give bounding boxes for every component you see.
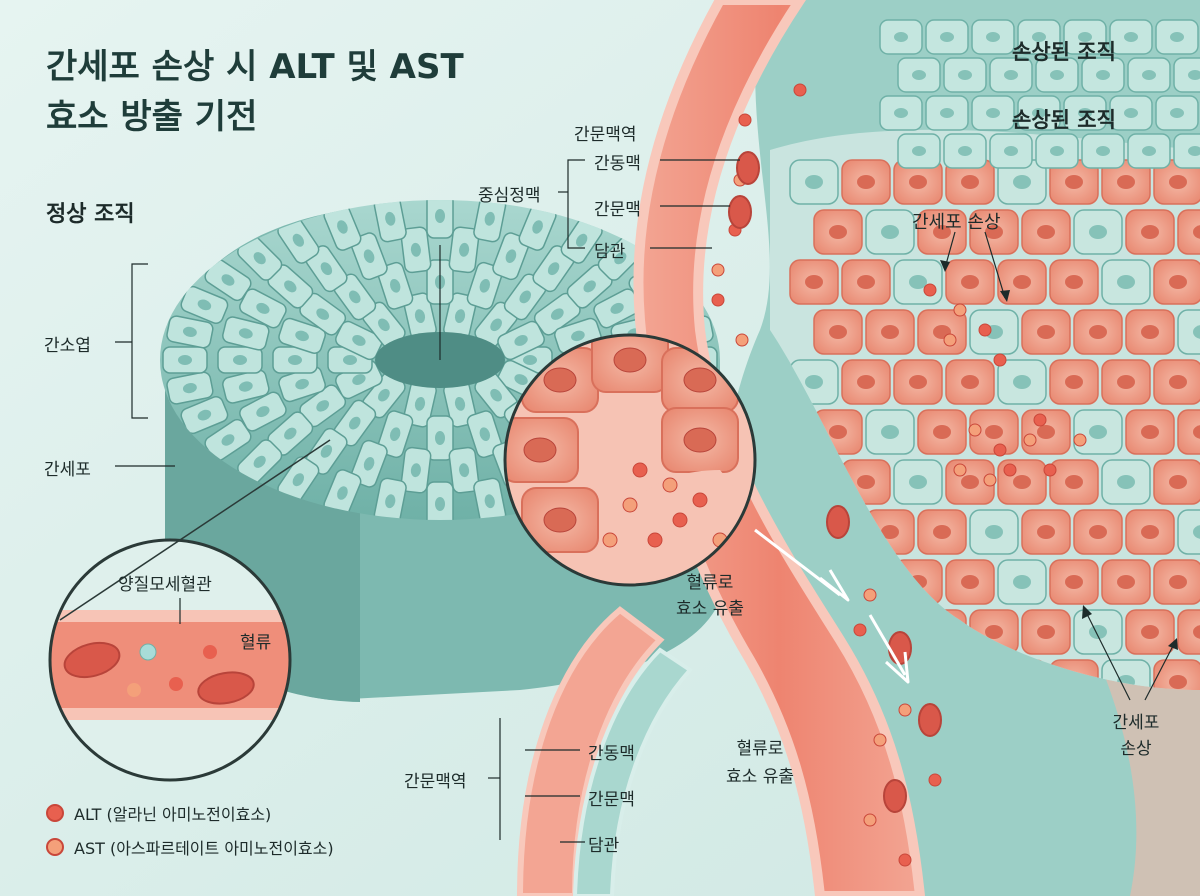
zoom-connector [59,439,331,621]
label-sinusoid: 양질모세혈관 [118,575,212,595]
legend-item-alt: ALT (알라닌 아미노전이효소) [46,796,334,830]
label-portal-triad-bottom: 간문맥역 [404,772,467,792]
page-title-line2: 효소 방출 기전 [46,97,258,137]
label-damaged-tissue-2: 손상된 조직 [1012,108,1116,132]
annotation-lines [115,159,1176,843]
label-portal-vein-bottom: 간문맥 [588,790,635,810]
label-hepatocyte-damage-2b: 손상 [1120,739,1152,759]
upper-right-cells [879,19,1200,169]
alt-dot-icon [46,804,64,822]
sinusoid-circle [48,538,292,782]
label-lobule: 간소엽 [44,336,91,356]
main-vessel [633,0,926,896]
label-hepatic-artery-bottom: 간동맥 [588,744,635,764]
page-title: 간세포 손상 시 ALT 및 AST [46,47,464,87]
label-release-center-2: 효소 유출 [676,599,744,619]
annotation-arrowheads [940,260,1178,650]
label-release-bottom-2: 효소 유출 [726,767,794,787]
label-blood-flow: 혈류 [240,633,272,653]
legend-label-alt: ALT (알라닌 아미노전이효소) [74,805,272,824]
label-portal-vein-top: 간문맥 [594,200,641,220]
label-damaged-tissue-1: 손상된 조직 [1012,40,1116,64]
legend-item-ast: AST (아스파르테이트 아미노전이효소) [46,830,334,864]
label-hepatic-artery-top: 간동맥 [594,154,641,174]
label-portal-triad-top: 간문맥역 [574,125,637,145]
vessel-enzyme-dots [711,83,942,867]
label-hepatocyte-damage-1: 간세포 손상 [912,212,1001,233]
label-bile-duct-bottom: 담관 [588,836,620,856]
label-hepatocyte-damage-2a: 간세포 [1112,713,1160,733]
flow-arrows [754,528,910,684]
ast-dot-icon [46,838,64,856]
label-release-center-1: 혈류로 [686,573,734,593]
label-bile-duct-top: 담관 [594,242,626,262]
label-hepatocyte: 간세포 [44,460,91,480]
label-release-bottom-1: 혈류로 [736,739,784,759]
portal-triad-bottom-vessels [516,606,694,896]
label-central-vein: 중심정맥 [478,186,541,206]
legend: ALT (알라닌 아미노전이효소) AST (아스파르테이트 아미노전이효소) [46,796,334,864]
legend-label-ast: AST (아스파르테이트 아미노전이효소) [74,839,334,858]
label-normal-tissue: 정상 조직 [46,202,135,227]
